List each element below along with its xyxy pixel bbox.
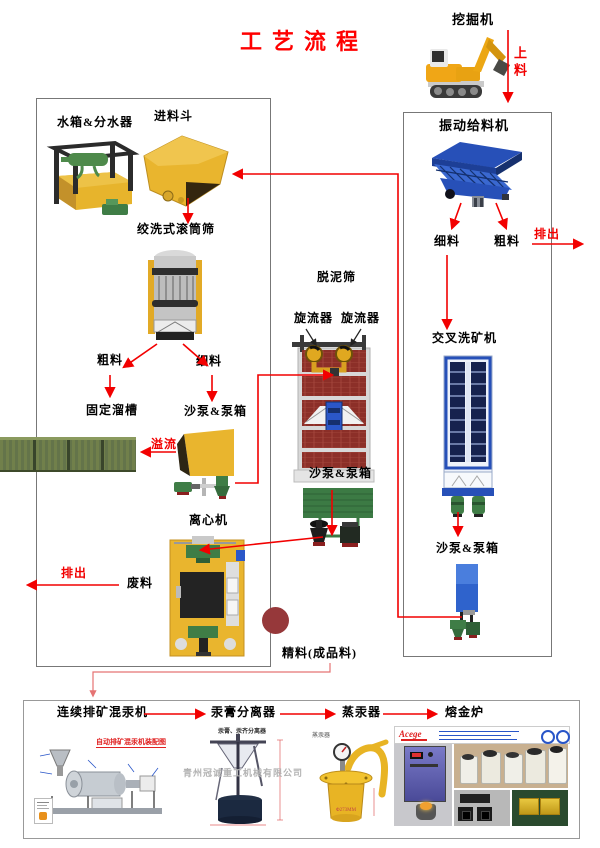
furnace-logo-icon-2: [556, 730, 570, 744]
cyclone-left-label: 旋流器: [294, 311, 334, 325]
sand-pump-box-middle-illustration: [300, 486, 376, 552]
coarse-label-left: 粗料: [97, 353, 124, 367]
sand-pump-label-left: 沙泵&泵箱: [184, 404, 247, 418]
sand-pump-box-right-illustration: [450, 562, 484, 642]
cyclone-right-label: 旋流器: [341, 311, 381, 325]
furnace-photo-gold-bars: [512, 790, 568, 826]
furnace-illustration: Acege: [392, 724, 572, 828]
furnace-photo-molds: [454, 790, 510, 826]
separator-drawing-title: 汞膏、汞齐分离器: [218, 729, 267, 735]
furnace-brand-logo: Acege: [399, 729, 422, 739]
vibrating-feeder-illustration: [424, 136, 528, 208]
sand-pump-label-right: 沙泵&泵箱: [436, 541, 499, 555]
discharge-label-left: 排出: [61, 566, 88, 580]
fine-label-right: 细料: [434, 234, 461, 248]
bottom-process-box: [23, 700, 580, 839]
desliming-screen-label: 脱泥筛: [317, 270, 357, 284]
furnace-header: Acege: [394, 726, 570, 744]
fixed-chute-illustration: [0, 437, 136, 472]
water-tank-label: 水箱&分水器: [57, 115, 133, 129]
discharge-label-right: 排出: [534, 227, 561, 241]
distiller-illustration: 蒸汞器 Φ273MM: [312, 730, 398, 830]
company-watermark: 青州冠诚重工机械有限公司: [183, 768, 304, 778]
trommel-illustration: [146, 246, 204, 344]
excavator-label: 挖掘机: [452, 12, 495, 27]
distiller-small-label: 蒸汞器: [312, 733, 331, 739]
waste-label: 废料: [127, 576, 154, 590]
separator-illustration: 汞膏、汞齐分离器: [196, 724, 292, 830]
furnace-logo-icon: [541, 730, 555, 744]
sand-pump-box-left-illustration: [172, 424, 238, 504]
coarse-label-right: 粗料: [494, 234, 521, 248]
feed-hopper-illustration: [138, 130, 232, 214]
centrifuge-label: 离心机: [189, 513, 229, 527]
concentrate-dot: [262, 607, 289, 634]
fine-label-left: 细料: [196, 354, 223, 368]
desliming-screen-illustration: [292, 332, 376, 488]
vibrating-feeder-label: 振动给料机: [439, 118, 510, 133]
water-tank-illustration: [40, 134, 144, 220]
feed-hopper-label: 进料斗: [154, 109, 194, 123]
amalgamator-illustration: 自动排矿混汞机装配图: [30, 732, 180, 832]
distiller-dimension: Φ273MM: [336, 808, 357, 813]
overflow-label: 溢流: [151, 437, 178, 451]
concentrate-label: 精料(成品料): [282, 646, 357, 660]
amalgamator-label: 连续排矿混汞机: [57, 705, 149, 719]
centrifuge-illustration: [166, 534, 248, 660]
fixed-chute-label: 固定溜槽: [86, 403, 139, 417]
furnace-photo-machine: [394, 744, 452, 826]
distiller-label: 蒸汞器: [342, 705, 382, 719]
excavator-illustration: [418, 26, 513, 104]
amalgamator-drawing-title: 自动排矿混汞机装配图: [96, 738, 166, 748]
furnace-label: 熔金炉: [445, 705, 485, 719]
furnace-photo-crucibles: [454, 744, 568, 788]
cross-washer-label: 交叉洗矿机: [432, 331, 498, 345]
sand-pump-label-middle: 沙泵&泵箱: [309, 466, 372, 480]
amalgamator-cert-sticker: [34, 798, 53, 824]
cross-washer-illustration: [440, 354, 496, 518]
page-title: 工艺流程: [240, 29, 369, 54]
feed-down-label: 上料: [512, 46, 527, 80]
separator-label: 汞膏分离器: [211, 705, 277, 719]
trommel-label: 绞洗式滚筒筛: [137, 222, 216, 236]
